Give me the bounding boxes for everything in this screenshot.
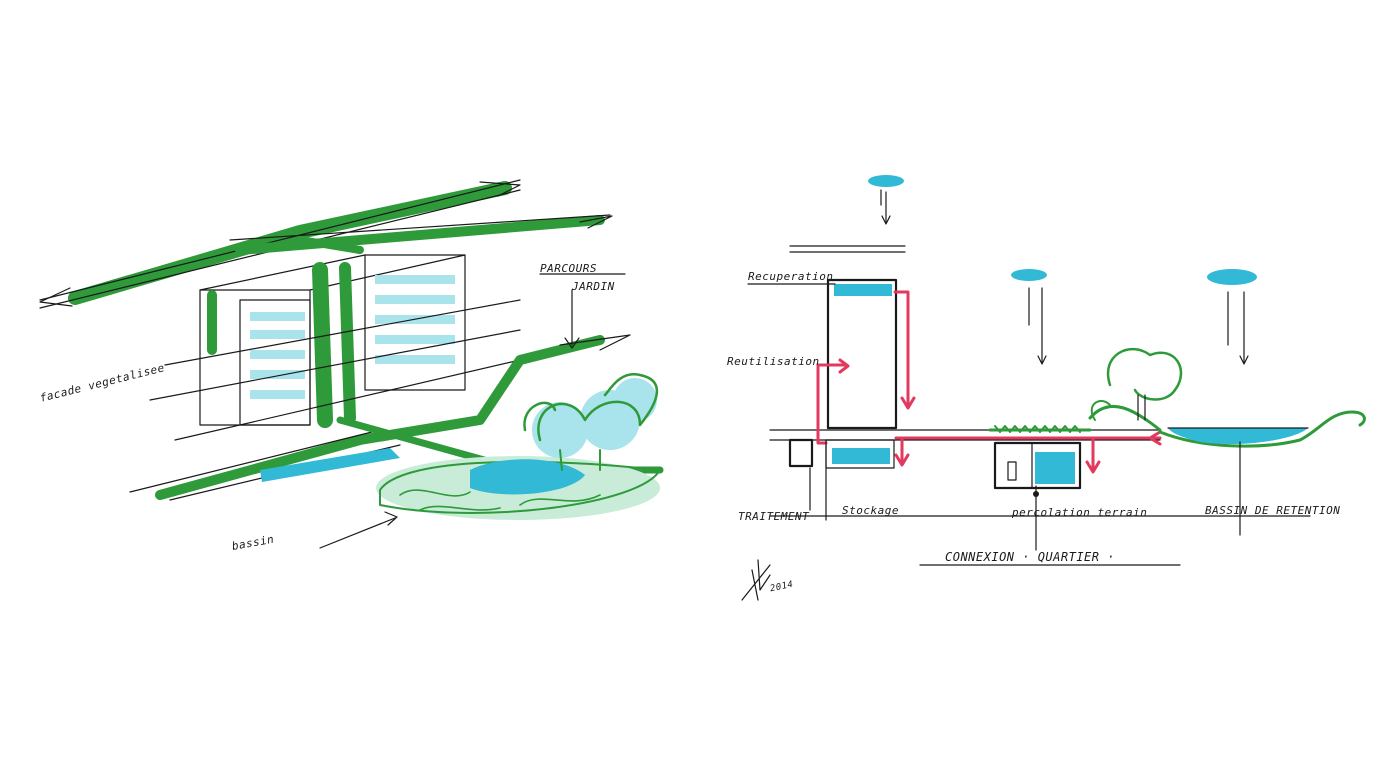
label-traitement: TRAITEMENT [738, 510, 810, 523]
retention-basin [1168, 428, 1308, 445]
signature-mark [741, 559, 771, 601]
label-recuperation: Recuperation [748, 270, 834, 283]
label-stockage: Stockage [842, 504, 899, 517]
label-connexion: CONNEXION · QUARTIER · [945, 550, 1115, 564]
section-sketch [741, 175, 1366, 601]
percolation-room [993, 441, 1082, 490]
cloud-2 [1011, 269, 1047, 365]
label-parcours: PARCOURS [540, 262, 597, 275]
tree-cluster [523, 372, 659, 471]
green-facade-column [312, 262, 333, 428]
label-jardin: JARDIN [572, 280, 615, 293]
isometric-sketch [39, 179, 664, 549]
roof-collection-tank [834, 284, 892, 296]
label-bassin-retention: BASSIN DE RETENTION [1205, 504, 1341, 517]
water-canal [260, 448, 400, 482]
treatment-box [788, 438, 814, 468]
ground-green-path [155, 335, 605, 500]
upper-green-beam [68, 181, 512, 305]
hill-tree [1090, 347, 1183, 421]
tower-building [826, 278, 898, 430]
label-percolation: percolation terrain [1012, 506, 1148, 519]
arrow-upper-beam [479, 181, 521, 197]
landscape-hill [1088, 405, 1366, 448]
cloud-3 [1207, 269, 1257, 365]
water-pipes [816, 290, 1162, 474]
label-reutilisation: Reutilisation [727, 355, 820, 368]
cloud-1 [868, 175, 904, 225]
second-green-beam [235, 215, 605, 255]
